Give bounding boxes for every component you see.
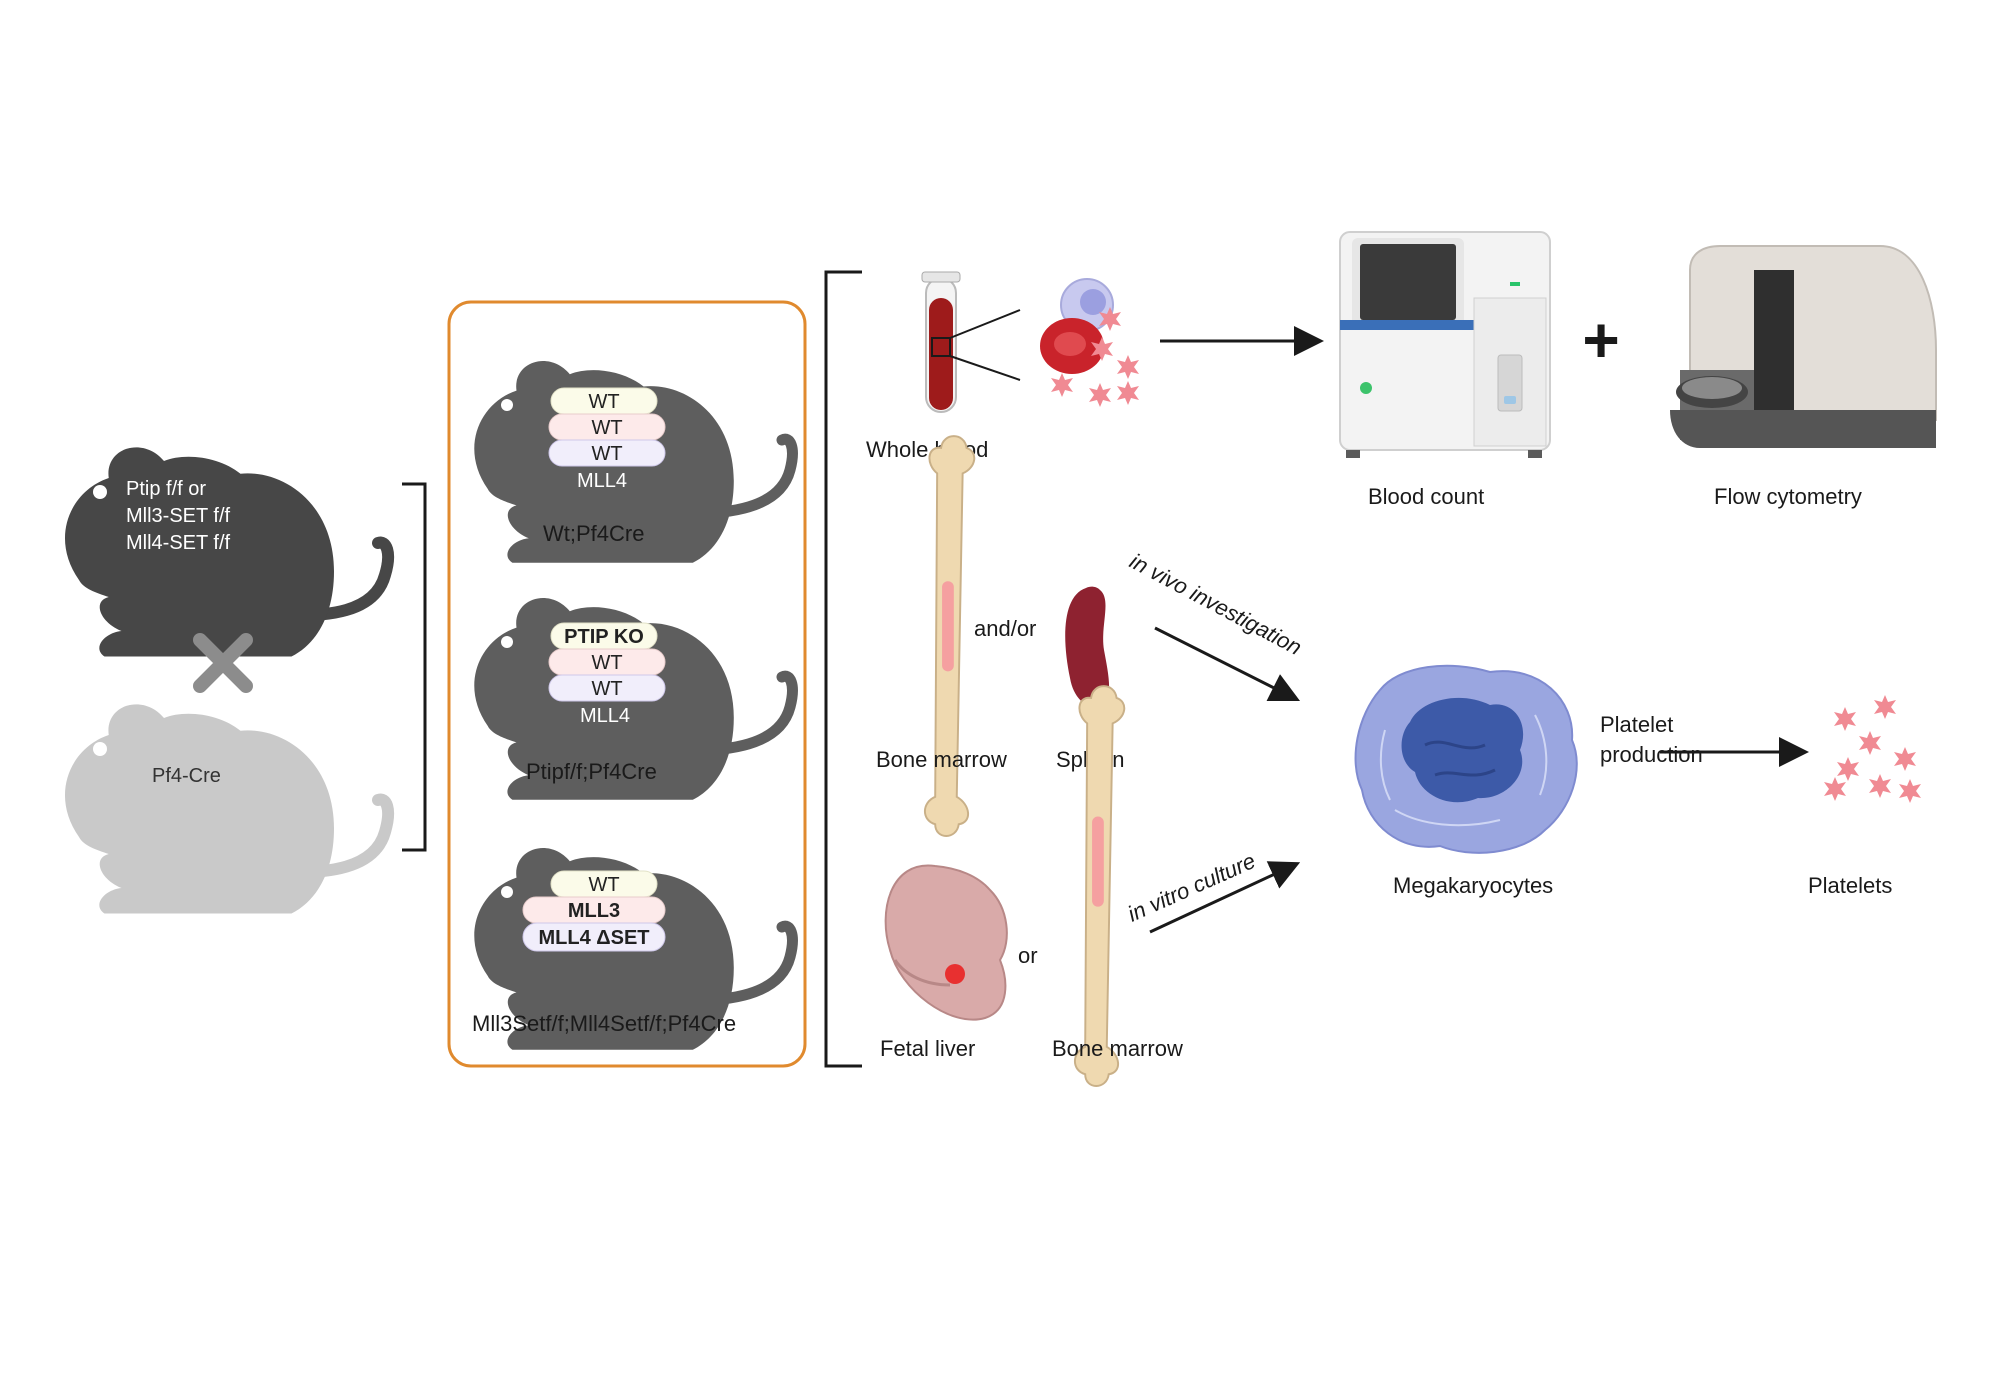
- label-platelet-production-1: Platelet: [1600, 712, 1673, 737]
- arrow-in-vitro: [1149, 861, 1301, 934]
- label-fetal-liver: Fetal liver: [880, 1036, 975, 1061]
- parent2-label: Pf4-Cre: [152, 765, 221, 787]
- genotype2-pill1: PTIP KO: [564, 626, 644, 648]
- label-in-vitro: in vitro culture: [1124, 848, 1259, 927]
- parent1-line1: Ptip f/f or: [126, 478, 206, 500]
- parent-mouse-pf4cre: Pf4-Cre: [64, 704, 394, 914]
- genotype1-pill2: WT: [591, 417, 622, 439]
- spleen-icon: [1065, 586, 1110, 708]
- genotype3-pill3: MLL4 ΔSET: [538, 927, 649, 949]
- label-blood-count: Blood count: [1368, 484, 1484, 509]
- genotype-mouse-3: WT MLL3 MLL4 ΔSET Mll3Setf/f;Mll4Setf/f;…: [472, 848, 798, 1050]
- blood-cells-icon: [1040, 278, 1139, 407]
- blood-counter-icon: [1339, 231, 1551, 458]
- label-megakaryocytes: Megakaryocytes: [1393, 873, 1553, 898]
- genotype1-pill1: WT: [588, 391, 619, 413]
- genotype3-pill2: MLL3: [568, 900, 620, 922]
- label-bone-marrow-1: Bone marrow: [876, 747, 1007, 772]
- parent1-line3: Mll4-SET f/f: [126, 532, 231, 554]
- label-flow-cytometry: Flow cytometry: [1714, 484, 1862, 509]
- bone-icon-1: [923, 435, 976, 837]
- parents-bracket: [402, 482, 427, 852]
- genotype1-caption: Wt;Pf4Cre: [543, 521, 644, 546]
- flow-cytometer-icon: [1670, 245, 1937, 448]
- platelets-icon: [1824, 695, 1921, 803]
- genotype2-pill2: WT: [591, 652, 622, 674]
- megakaryocyte-icon: [1354, 664, 1578, 854]
- genotype2-pill3: WT: [591, 678, 622, 700]
- parent-mouse-floxed: Ptip f/f or Mll3-SET f/f Mll4-SET f/f: [64, 447, 394, 657]
- genotype3-pill1: WT: [588, 874, 619, 896]
- label-platelet-production-2: production: [1600, 742, 1703, 767]
- cross-icon: [193, 633, 253, 693]
- label-bone-marrow-2: Bone marrow: [1052, 1036, 1183, 1061]
- genotype-box: [447, 300, 807, 1068]
- label-or: or: [1018, 943, 1038, 968]
- genotype1-pill3: WT: [591, 443, 622, 465]
- blood-tube-icon: [921, 271, 1021, 413]
- label-platelets: Platelets: [1808, 873, 1892, 898]
- genotype-mouse-1: WT WT WT MLL4 Wt;Pf4Cre: [474, 361, 798, 563]
- arrow-in-vivo: [1154, 626, 1301, 702]
- plus-sign: +: [1582, 304, 1619, 376]
- samples-bracket: [824, 270, 862, 1068]
- genotype2-footer: MLL4: [580, 705, 630, 727]
- label-and-or: and/or: [974, 616, 1036, 641]
- bone-icon-2: [1073, 685, 1126, 1087]
- genotype3-caption: Mll3Setf/f;Mll4Setf/f;Pf4Cre: [472, 1011, 736, 1036]
- genotype1-footer: MLL4: [577, 470, 627, 492]
- label-in-vivo: in vivo investigation: [1126, 548, 1306, 660]
- genotype2-caption: Ptipf/f;Pf4Cre: [526, 759, 657, 784]
- genotype-mouse-2: PTIP KO WT WT MLL4 Ptipf/f;Pf4Cre: [474, 598, 798, 800]
- embryo-icon: [884, 864, 1008, 1021]
- parent1-line2: Mll3-SET f/f: [126, 505, 231, 527]
